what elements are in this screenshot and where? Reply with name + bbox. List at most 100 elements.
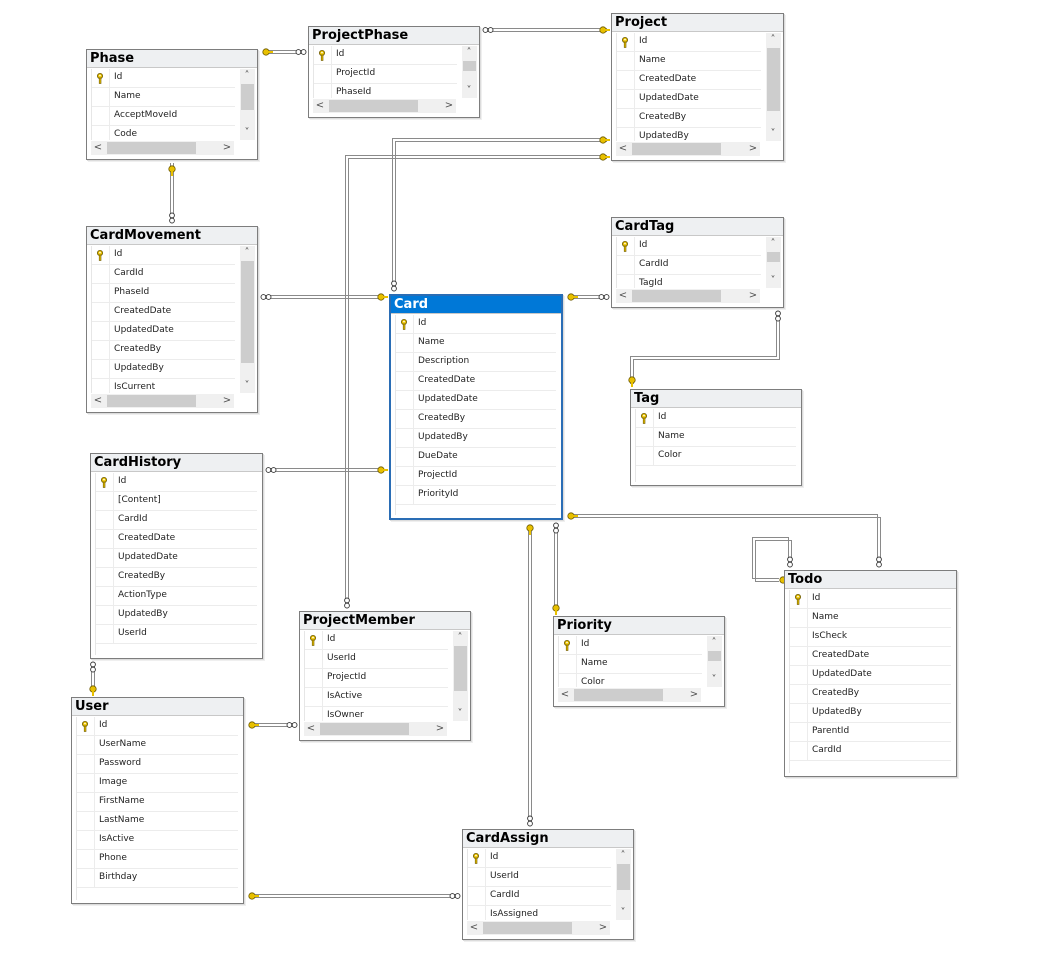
column-row[interactable]: UserId [305, 650, 448, 669]
scroll-thumb[interactable] [463, 61, 476, 71]
column-row[interactable]: PhaseId [92, 284, 235, 303]
scroll-thumb[interactable] [767, 252, 780, 262]
column-row[interactable]: IsCheck [790, 628, 951, 647]
column-row[interactable]: Id [396, 315, 556, 334]
column-row[interactable]: Id [92, 246, 235, 265]
column-row[interactable]: Id [305, 631, 448, 650]
column-row[interactable]: Id [617, 33, 761, 52]
scroll-thumb[interactable] [241, 84, 254, 110]
scroll-down-icon[interactable]: ˅ [244, 127, 250, 138]
column-row[interactable]: CardId [617, 256, 761, 275]
column-row[interactable]: PhaseId [314, 84, 457, 98]
scroll-down-icon[interactable]: ˅ [770, 128, 776, 139]
table-title[interactable]: CardAssign [463, 830, 633, 848]
column-row[interactable]: CreatedDate [790, 647, 951, 666]
scroll-down-icon[interactable]: ˅ [457, 708, 463, 719]
scroll-thumb[interactable] [107, 142, 196, 154]
table-title[interactable]: User [72, 698, 243, 716]
column-row[interactable]: ProjectId [314, 65, 457, 84]
column-row[interactable]: Name [617, 52, 761, 71]
horizontal-scrollbar[interactable]: <> [313, 99, 456, 113]
scroll-thumb[interactable] [454, 646, 467, 691]
column-row[interactable]: UpdatedDate [790, 666, 951, 685]
scroll-up-icon[interactable]: ˄ [244, 247, 250, 258]
column-row[interactable]: UserName [77, 736, 238, 755]
table-title[interactable]: CardHistory [91, 454, 262, 472]
vertical-scrollbar[interactable]: ˄˅ [766, 237, 781, 288]
table-title[interactable]: ProjectPhase [309, 27, 479, 45]
column-row[interactable]: UpdatedBy [617, 128, 761, 141]
scroll-left-icon[interactable]: < [560, 689, 570, 700]
column-row[interactable]: CreatedBy [617, 109, 761, 128]
scroll-up-icon[interactable]: ˄ [457, 632, 463, 643]
column-row[interactable]: CardId [92, 265, 235, 284]
column-row[interactable]: IsAssigned [468, 906, 611, 920]
scroll-right-icon[interactable]: > [222, 395, 232, 406]
column-row[interactable]: IsActive [77, 831, 238, 850]
vertical-scrollbar[interactable]: ˄˅ [616, 849, 631, 920]
table-title[interactable]: Card [391, 296, 561, 314]
column-row[interactable]: Name [92, 88, 235, 107]
scroll-down-icon[interactable]: ˅ [770, 275, 776, 286]
scroll-up-icon[interactable]: ˄ [711, 637, 717, 648]
column-row[interactable]: CardId [96, 511, 257, 530]
scroll-up-icon[interactable]: ˄ [770, 238, 776, 249]
column-row[interactable]: IsActive [305, 688, 448, 707]
scroll-thumb[interactable] [632, 290, 721, 302]
scroll-thumb[interactable] [767, 48, 780, 111]
column-row[interactable]: UpdatedDate [617, 90, 761, 109]
table-title[interactable]: Phase [87, 50, 257, 68]
column-row[interactable]: [Content] [96, 492, 257, 511]
column-row[interactable]: CreatedBy [396, 410, 556, 429]
scroll-left-icon[interactable]: < [618, 143, 628, 154]
column-row[interactable]: Id [96, 473, 257, 492]
horizontal-scrollbar[interactable]: <> [616, 289, 760, 303]
column-row[interactable]: Id [77, 717, 238, 736]
column-row[interactable]: IsOwner [305, 707, 448, 721]
column-row[interactable]: UpdatedBy [396, 429, 556, 448]
column-row[interactable]: Name [636, 428, 796, 447]
column-row[interactable]: Color [559, 674, 702, 687]
column-row[interactable]: DueDate [396, 448, 556, 467]
horizontal-scrollbar[interactable]: <> [304, 722, 447, 736]
scroll-right-icon[interactable]: > [748, 290, 758, 301]
column-row[interactable]: Id [790, 590, 951, 609]
horizontal-scrollbar[interactable]: <> [467, 921, 610, 935]
vertical-scrollbar[interactable]: ˄˅ [766, 33, 781, 141]
scroll-down-icon[interactable]: ˅ [711, 674, 717, 685]
scroll-left-icon[interactable]: < [93, 142, 103, 153]
table-title[interactable]: Todo [785, 571, 956, 589]
column-row[interactable]: LastName [77, 812, 238, 831]
column-row[interactable]: Birthday [77, 869, 238, 888]
vertical-scrollbar[interactable]: ˄˅ [462, 46, 477, 98]
column-row[interactable]: ProjectId [396, 467, 556, 486]
column-row[interactable]: CreatedBy [96, 568, 257, 587]
column-row[interactable]: CreatedDate [96, 530, 257, 549]
scroll-thumb[interactable] [241, 261, 254, 363]
scroll-thumb[interactable] [320, 723, 409, 735]
scroll-left-icon[interactable]: < [618, 290, 628, 301]
column-row[interactable]: Name [396, 334, 556, 353]
column-row[interactable]: CreatedDate [617, 71, 761, 90]
column-row[interactable]: PriorityId [396, 486, 556, 505]
scroll-up-icon[interactable]: ˄ [770, 34, 776, 45]
column-row[interactable]: Phone [77, 850, 238, 869]
scroll-thumb[interactable] [632, 143, 721, 155]
column-row[interactable]: Description [396, 353, 556, 372]
column-row[interactable]: ActionType [96, 587, 257, 606]
scroll-left-icon[interactable]: < [306, 723, 316, 734]
table-title[interactable]: Priority [554, 617, 724, 635]
table-title[interactable]: Tag [631, 390, 801, 408]
scroll-right-icon[interactable]: > [222, 142, 232, 153]
table-title[interactable]: CardTag [612, 218, 783, 236]
scroll-right-icon[interactable]: > [748, 143, 758, 154]
column-row[interactable]: UserId [468, 868, 611, 887]
